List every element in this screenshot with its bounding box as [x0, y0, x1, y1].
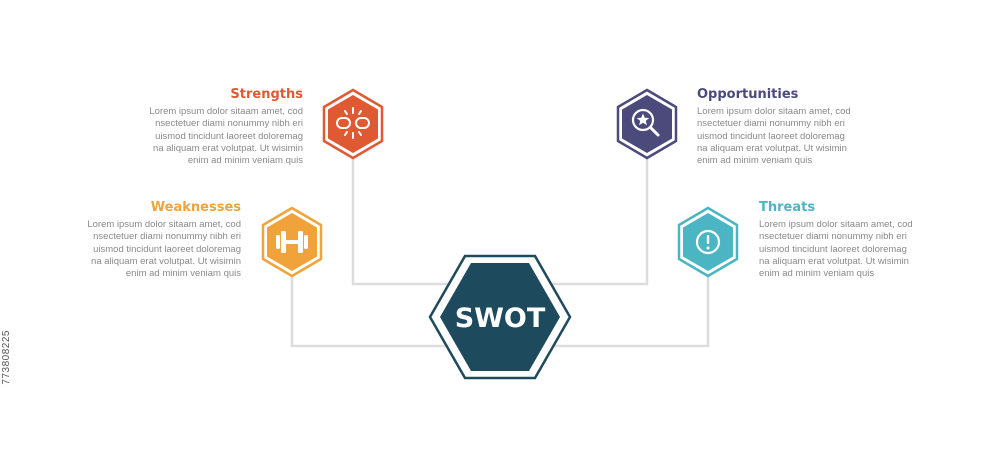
opportunities-hexagon	[616, 88, 678, 160]
weaknesses-title: Weaknesses	[150, 200, 241, 215]
opportunities-description: Lorem ipsum dolor sitaam amet, cod nsect…	[697, 106, 851, 167]
threats-description: Lorem ipsum dolor sitaam amet, cod nsect…	[759, 219, 913, 280]
weaknesses-description: Lorem ipsum dolor sitaam amet, cod nsect…	[87, 219, 241, 280]
strengths-hexagon	[322, 88, 384, 160]
magnifier-star-icon	[631, 108, 660, 137]
swot-center-hexagon: SWOT	[428, 254, 572, 380]
connector-weaknesses	[290, 272, 450, 348]
threats-title: Threats	[759, 200, 816, 215]
center-label: SWOT	[455, 303, 546, 334]
strengths-description: Lorem ipsum dolor sitaam amet, cod nsect…	[149, 106, 303, 167]
weaknesses-block: Weaknesses Lorem ipsum dolor sitaam amet…	[78, 200, 241, 280]
strengths-hex-fill	[328, 95, 378, 153]
dumbbell-icon	[276, 231, 308, 253]
opportunities-block: Opportunities Lorem ipsum dolor sitaam a…	[697, 87, 867, 167]
threats-block: Threats Lorem ipsum dolor sitaam amet, c…	[759, 200, 929, 280]
connector-threats	[550, 272, 710, 348]
threats-hexagon	[677, 206, 739, 278]
broken-chain-icon	[336, 107, 370, 139]
strengths-block: Strengths Lorem ipsum dolor sitaam amet,…	[140, 87, 303, 167]
opportunities-title: Opportunities	[697, 87, 799, 102]
opportunities-hex-fill	[622, 95, 672, 153]
weaknesses-hexagon	[261, 206, 323, 278]
exclamation-circle-icon	[695, 229, 721, 255]
connector-strengths	[351, 158, 450, 286]
center-hex-fill	[440, 263, 560, 371]
connector-opportunities	[550, 158, 649, 286]
stock-id-watermark: 773808225	[1, 330, 12, 385]
strengths-title: Strengths	[230, 87, 303, 102]
connector-lines	[290, 158, 710, 348]
